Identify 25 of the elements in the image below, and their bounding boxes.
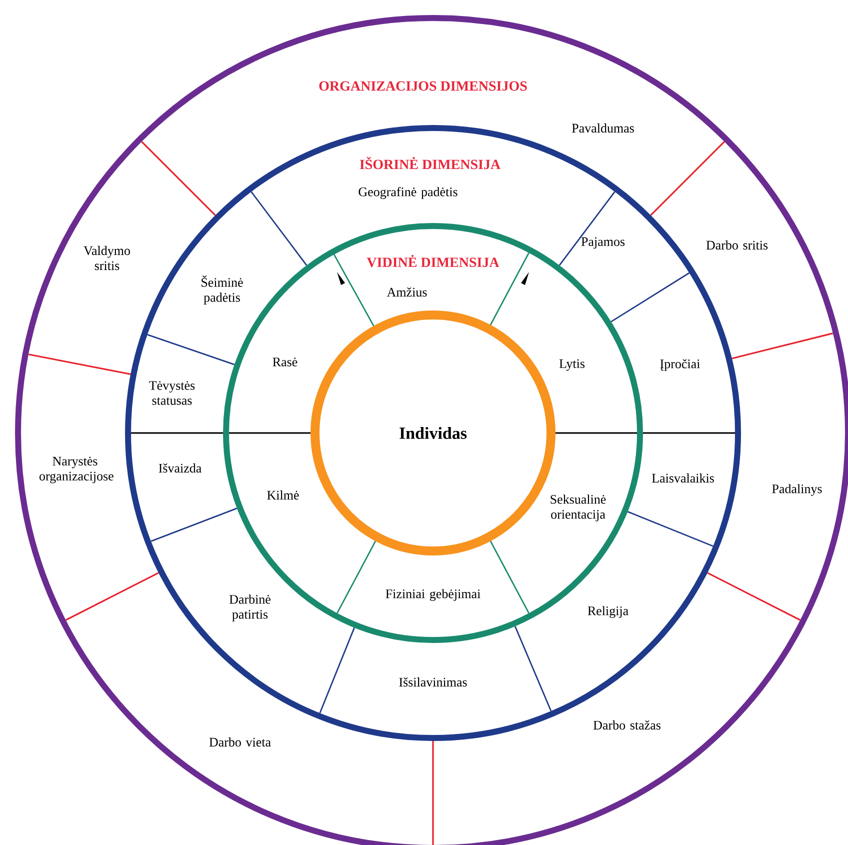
segment-label: Valdymo sritis (84, 246, 130, 270)
segment-label: Narystės organizacijose (40, 456, 114, 484)
ring-title: ORGANIZACIJOS DIMENSIJOS (319, 81, 527, 91)
ring-title: VIDINĖ DIMENSIJA (366, 254, 500, 268)
segment-label: Seksualinė orientacija (550, 494, 606, 522)
segment-label: Fiziniai gebėjimai (386, 589, 480, 601)
segment-label: Rasė (272, 358, 298, 366)
segment-label: Darbo stažas (593, 720, 660, 730)
segment-label: Pajamos (581, 237, 625, 249)
segment-label: Darbinė patirtis (229, 594, 270, 622)
segment-label: Amžius (386, 287, 427, 297)
ring-title: IŠORINĖ DIMENSIJA (360, 156, 500, 170)
segment-label: Išsilavinimas (399, 677, 467, 687)
segment-label: Padalinys (772, 484, 822, 496)
segment-label: Tėvystės statusas (149, 381, 195, 405)
segment-label: Išvaizda (158, 463, 202, 473)
segment-label: Geografinė padėtis (358, 187, 458, 199)
segment-label: Darbo sritis (706, 240, 768, 250)
segment-label: Kilmė (267, 490, 299, 500)
segment-label: Laisvalaikis (652, 473, 714, 483)
segment-label: Šeiminė padėtis (202, 276, 243, 304)
segment-label: Įpročiai (660, 359, 700, 371)
segment-label: Religija (588, 606, 628, 618)
segment-label: Pavaldumas (572, 123, 634, 133)
segment-label: Darbo vieta (209, 737, 271, 747)
